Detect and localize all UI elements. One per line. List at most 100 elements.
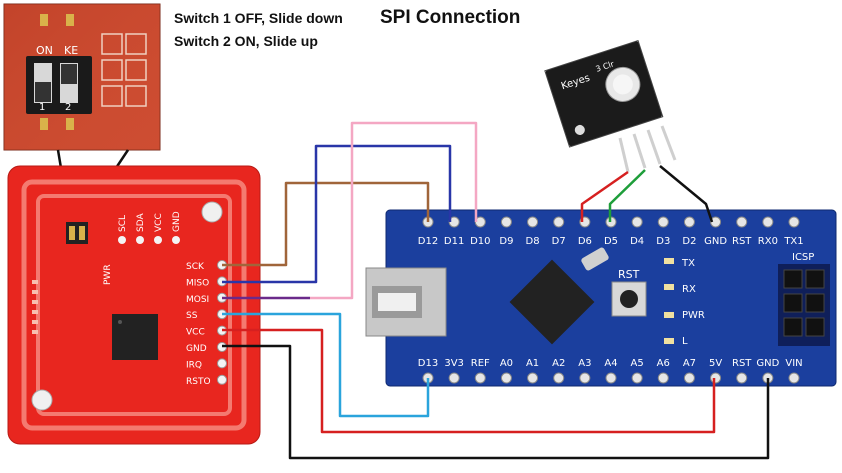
- pn532-top-pin-label: VCC: [154, 213, 164, 232]
- nano-bottom-pin-label: GND: [756, 358, 779, 369]
- nano-bottom-pin-hole: [683, 372, 695, 384]
- nano-bottom-pin-hole: [500, 372, 512, 384]
- nano-bottom-pin-hole: [710, 372, 722, 384]
- nano-top-pin-label: D12: [418, 236, 438, 247]
- pn532-side-pin-hole: [217, 374, 227, 385]
- wire-vcc-5v: [222, 328, 716, 434]
- nano-bottom-pin-hole: [527, 372, 539, 384]
- nano-bottom-pin-hole: [553, 372, 565, 384]
- nano-top-pin-hole: [736, 216, 748, 228]
- nano-bottom-pin-label: A4: [604, 358, 617, 369]
- nano-top-pin-label: D11: [444, 236, 464, 247]
- nano-bottom-pin-label: A7: [683, 358, 696, 369]
- nano-bottom-pin-hole: [474, 372, 486, 384]
- antenna-trace-inner: [36, 194, 232, 416]
- pn532-top-pin-label: SCL: [118, 215, 128, 232]
- pn532-top-pin-hole: [172, 236, 180, 244]
- pn532-top-pin-label: SDA: [136, 213, 146, 232]
- dip-knob-2: [61, 64, 77, 84]
- nano-bottom-pin-hole: [631, 372, 643, 384]
- pn532-side-pin-label: RSTO: [186, 377, 211, 387]
- nano-bottom-pin-label: A2: [552, 358, 565, 369]
- nano-bottom-pin-label: RST: [732, 358, 752, 369]
- wire-gnd-gnd: [222, 344, 770, 460]
- nano-bottom-pin-hole: [788, 372, 800, 384]
- icsp-label: ICSP: [792, 252, 814, 263]
- dip-switch-closeup: ON KE 1 2: [3, 3, 161, 151]
- diagram-title: SPI Connection: [380, 7, 521, 28]
- nano-bottom-pin-label: 5V: [709, 358, 722, 369]
- crystal: [581, 247, 609, 271]
- nano-top-pin-label: RX0: [758, 236, 778, 247]
- nano-top-pin-hole: [527, 216, 539, 228]
- nano-top-pin-label: D7: [552, 236, 566, 247]
- wire-ss-d13: [222, 312, 430, 418]
- nano-top-pin-hole: [788, 216, 800, 228]
- nano-top-pin-label: D2: [682, 236, 696, 247]
- nano-bottom-pin-label: A3: [578, 358, 591, 369]
- nano-top-pin-label: D10: [470, 236, 490, 247]
- nano-top-pin-hole: [500, 216, 512, 228]
- nano-led-labels: TX RX PWR L: [681, 258, 705, 347]
- nano-led-label: RX: [682, 284, 696, 295]
- nano-top-pin-hole: [762, 216, 774, 228]
- nano-top-pin-label: D5: [604, 236, 618, 247]
- nano-top-pin-label: D6: [578, 236, 592, 247]
- mount-hole-top: [201, 201, 223, 223]
- pn532-side-pin-label: MOSI: [186, 295, 209, 305]
- nano-top-pin-label: GND: [704, 236, 727, 247]
- pn532-side-pin-label: VCC: [186, 328, 205, 338]
- nano-bottom-pin-label: D13: [418, 358, 438, 369]
- pn532-board: [7, 165, 261, 445]
- nano-top-pin-label: TX1: [783, 236, 803, 247]
- atmega-chip: [509, 259, 595, 345]
- nano-top-pin-hole: [631, 216, 643, 228]
- dip-silkscreen-marks: [101, 33, 147, 107]
- nano-bottom-pin-label: A5: [631, 358, 644, 369]
- pn532-side-pin-label: MISO: [186, 278, 209, 288]
- nano-top-pin-label: D8: [526, 236, 540, 247]
- nano-led-label: L: [682, 336, 688, 347]
- pn532-side-pin-hole: [217, 358, 227, 369]
- nano-led-label: TX: [681, 258, 695, 269]
- keyes-led-module: Keyes 3 Clr: [544, 39, 677, 173]
- antenna-trace-outer: [21, 179, 247, 431]
- mount-hole-bottom: [31, 389, 53, 411]
- nano-bottom-pin-label: REF: [471, 358, 490, 369]
- dip-on-label: ON: [36, 44, 53, 57]
- arduino-nano-board: RST ICSP: [365, 209, 837, 387]
- nano-bottom-pin-hole: [605, 372, 617, 384]
- wire-led-red-d6: [580, 170, 629, 222]
- nano-bottom-pin-hole: [579, 372, 591, 384]
- pn532-side-pin-label: IRQ: [186, 360, 202, 370]
- nano-bottom-pin-hole: [657, 372, 669, 384]
- rst-silk-label: RST: [618, 268, 640, 281]
- pn532-top-pin-hole: [136, 236, 144, 244]
- pn532-top-pin-hole: [118, 236, 126, 244]
- nano-top-pin-label: D4: [630, 236, 644, 247]
- wire-sck-d12: [222, 181, 430, 267]
- nano-bottom-pin-label: 3V3: [444, 358, 464, 369]
- dip-pos1-label: 1: [39, 102, 45, 113]
- switch1-note: Switch 1 OFF, Slide down: [174, 10, 343, 26]
- pn532-top-pin-hole: [154, 236, 162, 244]
- switch2-note: Switch 2 ON, Slide up: [174, 33, 318, 49]
- dip-knob-1: [35, 82, 51, 102]
- wires: [222, 121, 770, 460]
- dip-ke-label: KE: [64, 44, 78, 57]
- nano-bottom-pin-label: A6: [657, 358, 670, 369]
- wire-led-gnd: [659, 165, 714, 223]
- nano-led-label: PWR: [682, 310, 705, 321]
- pn532-left-pads: [32, 280, 38, 334]
- nano-top-pin-hole: [683, 216, 695, 228]
- nano-top-pin-hole: [710, 216, 722, 228]
- wire-led-green-d5: [608, 169, 646, 222]
- nano-bottom-pin-label: A1: [526, 358, 539, 369]
- nano-bottom-pin-hole: [736, 372, 748, 384]
- wire-miso-d11: [222, 144, 452, 284]
